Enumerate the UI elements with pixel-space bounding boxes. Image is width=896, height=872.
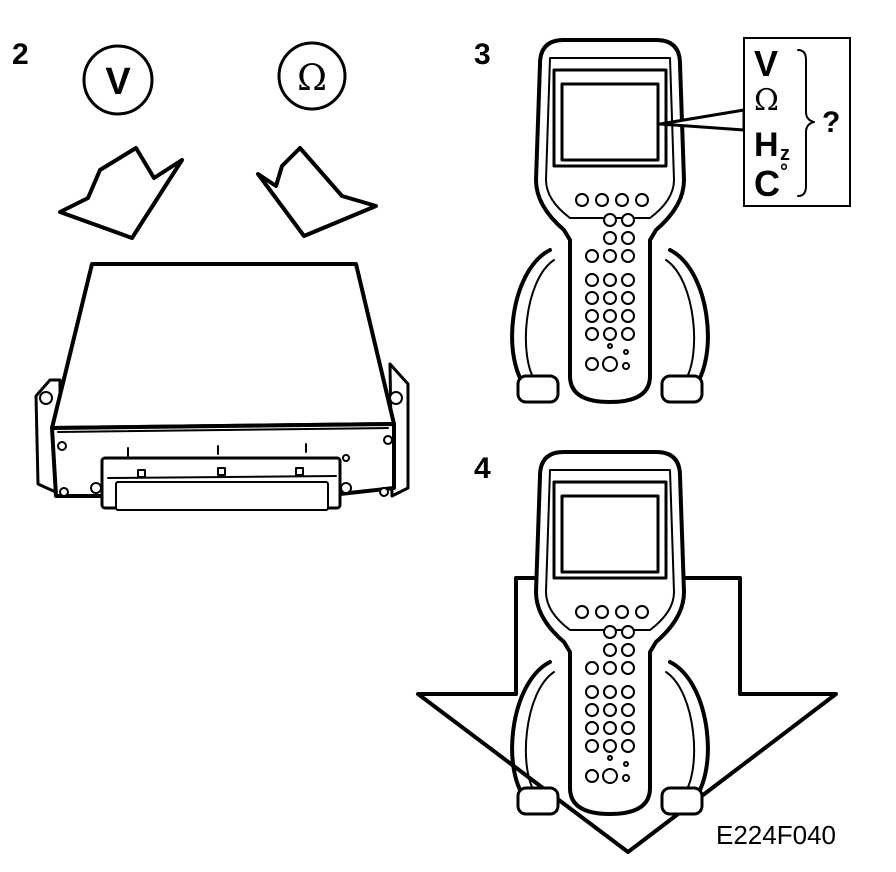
ohm-circle-icon: Ω — [277, 41, 347, 111]
step-number-2: 2 — [12, 38, 29, 71]
step-number-4: 4 — [474, 452, 491, 485]
handheld-tester-top — [510, 38, 710, 404]
callout-hz-main: H — [754, 126, 779, 164]
callout-question: ? — [822, 106, 840, 139]
step-number-3: 3 — [474, 38, 491, 71]
arrow-down-right-icon — [58, 146, 184, 240]
control-unit-icon — [34, 262, 410, 511]
callout-celsius-main: C — [754, 163, 780, 204]
callout-ohm: Ω — [754, 83, 779, 118]
volt-symbol: V — [105, 61, 131, 103]
figure-code: E224F040 — [716, 820, 836, 850]
callout-volt: V — [754, 43, 778, 84]
arrow-down-left-icon — [256, 146, 378, 238]
measurement-callout: V Ω H z C ° ? — [743, 37, 851, 207]
ohm-symbol: Ω — [297, 58, 327, 99]
callout-hz-sub: z — [780, 143, 790, 165]
voltage-circle-icon: V — [82, 44, 154, 116]
brace-icon — [797, 49, 815, 197]
callout-celsius-degree: ° — [780, 161, 788, 183]
